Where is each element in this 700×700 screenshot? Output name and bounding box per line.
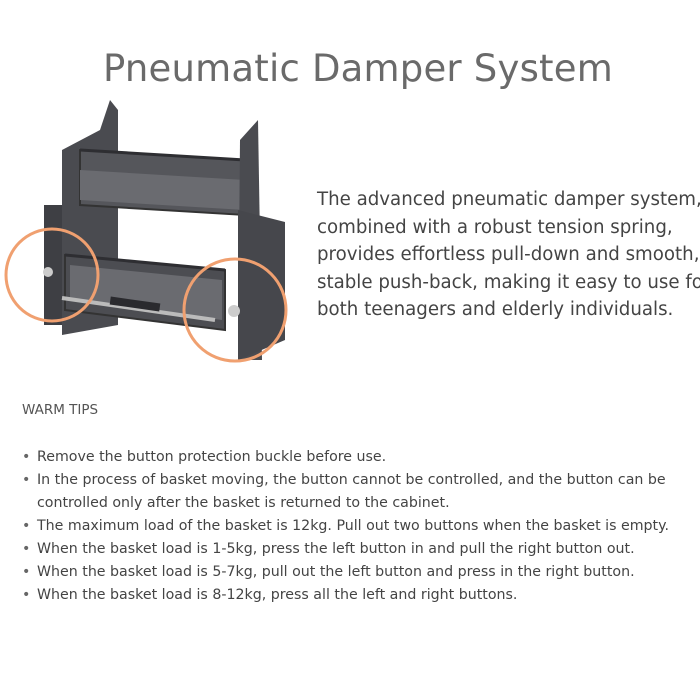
left-button-highlight (4, 227, 100, 323)
description: The advanced pneumatic damper system, co… (317, 186, 700, 324)
list-item: In the process of basket moving, the but… (22, 469, 667, 515)
page-title: Pneumatic Damper System (103, 46, 613, 90)
warm-tips-heading: WARM TIPS (22, 402, 99, 418)
description-line: stable push-back, making it easy to use … (317, 271, 700, 293)
list-item: Remove the button protection buckle befo… (22, 446, 692, 469)
warm-tips-list: Remove the button protection buckle befo… (22, 446, 692, 607)
list-item: When the basket load is 5-7kg, pull out … (22, 561, 692, 584)
list-item: When the basket load is 8-12kg, press al… (22, 584, 692, 607)
right-button-highlight (182, 257, 288, 363)
list-item: The maximum load of the basket is 12kg. … (22, 515, 692, 538)
description-line: combined with a robust tension spring, (317, 216, 673, 238)
description-line: The advanced pneumatic damper system, (317, 189, 700, 210)
pull-down-basket-illustration (4, 100, 288, 363)
description-line: provides effortless pull-down and smooth… (317, 244, 700, 265)
list-item: When the basket load is 1-5kg, press the… (22, 538, 692, 561)
description-line: both teenagers and elderly individuals. (317, 299, 674, 320)
